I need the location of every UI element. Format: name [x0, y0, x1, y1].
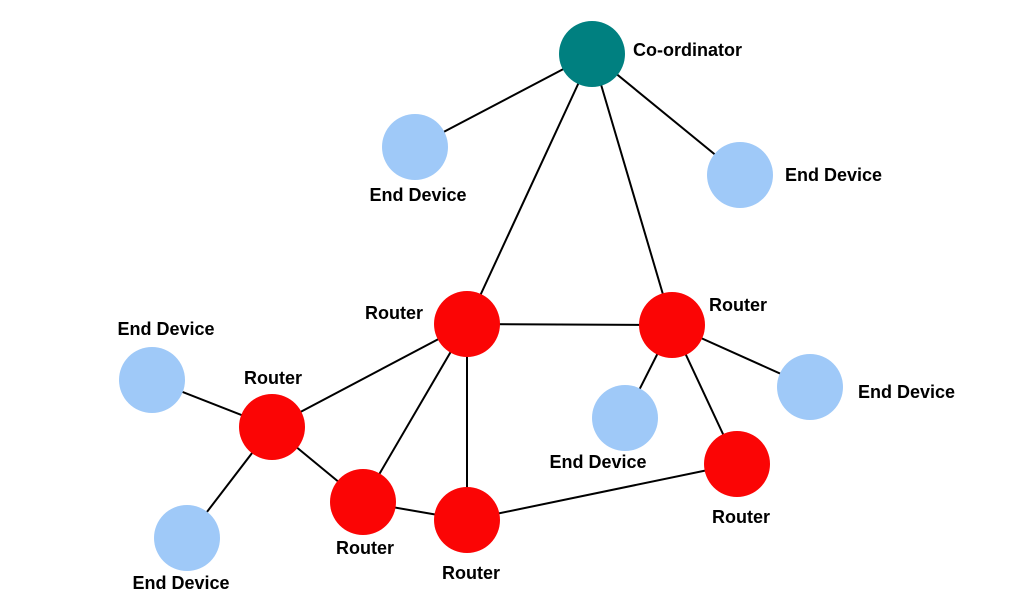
edge-coordinator--router-right [591, 53, 673, 326]
node-end-device-center [592, 385, 658, 451]
node-label-end-device-bottom-left: End Device [132, 573, 229, 593]
node-end-device-bottom-left [154, 505, 220, 571]
node-label-router-bottom-b: Router [442, 563, 500, 583]
edge-router-center--router-left [271, 323, 468, 428]
node-router-bottom-a [330, 469, 396, 535]
edge-router-center--router-bottom-a [362, 323, 468, 503]
node-label-coordinator: Co-ordinator [633, 40, 742, 60]
node-label-end-device-left: End Device [117, 319, 214, 339]
node-end-device-top-left [382, 114, 448, 180]
node-router-center [434, 291, 500, 357]
node-coordinator [559, 21, 625, 87]
edge-router-center--router-right [466, 323, 673, 326]
node-label-router-bottom-right: Router [712, 507, 770, 527]
node-end-device-left [119, 347, 185, 413]
node-router-right [639, 292, 705, 358]
node-label-router-left: Router [244, 368, 302, 388]
node-label-end-device-center: End Device [549, 452, 646, 472]
node-label-end-device-top-left: End Device [369, 185, 466, 205]
edge-coordinator--router-center [466, 53, 593, 325]
node-label-router-center: Router [365, 303, 423, 323]
node-label-router-right: Router [709, 295, 767, 315]
node-label-end-device-right: End Device [858, 382, 955, 402]
node-router-bottom-b [434, 487, 500, 553]
node-end-device-top-right [707, 142, 773, 208]
node-label-router-bottom-a: Router [336, 538, 394, 558]
node-end-device-right [777, 354, 843, 420]
node-router-left [239, 394, 305, 460]
node-router-bottom-right [704, 431, 770, 497]
node-label-end-device-top-right: End Device [785, 165, 882, 185]
edge-router-bottom-b--router-bottom-right [466, 463, 738, 521]
edge-coordinator--end-device-top-left [414, 53, 593, 148]
